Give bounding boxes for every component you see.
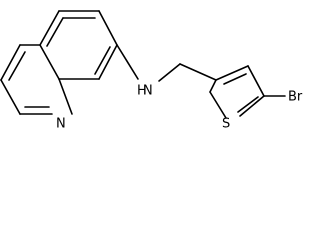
amine-linker (116, 44, 217, 82)
quinoline-nitrogen-label: N (56, 117, 66, 132)
quinoline-pyridine-ring (0, 44, 73, 115)
amine-nitrogen-label: N (143, 84, 153, 99)
amine-hydrogen-label: H (137, 84, 147, 99)
chemical-structure-diagram: N N H S Br (0, 10, 303, 132)
thiophene-ring (209, 65, 265, 119)
thiophene-sulfur-label: S (222, 117, 230, 132)
bromine-label: Br (288, 90, 303, 105)
quinoline-benzene-ring (39, 10, 118, 80)
